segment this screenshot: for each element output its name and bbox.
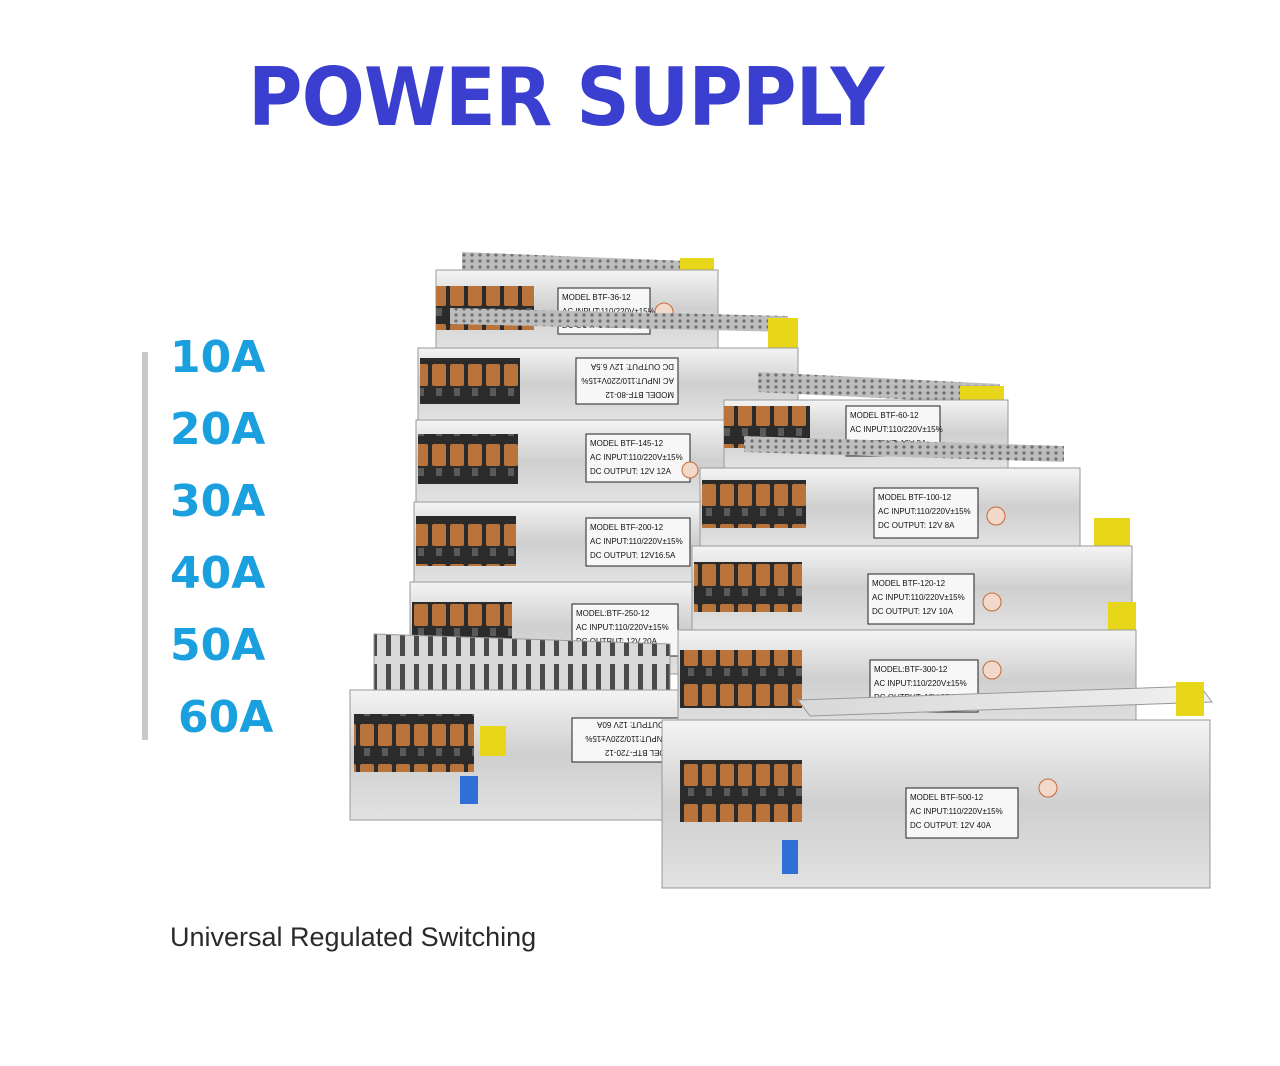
- label-model: MODEL BTF-120-12: [872, 579, 946, 588]
- unit-btf-100: MODEL BTF-100-12 AC INPUT:110/220V±15% D…: [699, 436, 1081, 547]
- power-supply-product-photo: MODEL BTF-36-12 AC INPUT:110/220V±15% DC…: [349, 252, 1213, 889]
- unit-btf-500: MODEL BTF-500-12 AC INPUT:110/220V±15% D…: [661, 682, 1213, 889]
- label-model: MODEL BTF-80-12: [605, 390, 674, 399]
- amperage-item: 30A: [170, 476, 266, 527]
- label-input: AC INPUT:110/220V±15%: [910, 807, 1003, 816]
- label-output: DC OUTPUT: 12V16.5A: [590, 551, 676, 560]
- label-output: DC OUTPUT: 12V 60A: [596, 720, 678, 729]
- subtitle: Universal Regulated Switching: [170, 922, 537, 952]
- unit-btf-720: MODEL BTF-720-12 AC INPUT:110/220V±15% D…: [349, 633, 691, 821]
- page-title: POWER SUPPLY: [248, 51, 884, 144]
- label-output: DC OUTPUT: 12V 6.5A: [590, 362, 674, 371]
- label-output: DC OUTPUT: 12V 20A: [576, 637, 658, 646]
- amperage-divider: [142, 352, 148, 740]
- label-output: DC OUTPUT: 12V 12A: [590, 467, 672, 476]
- label-input: AC INPUT:110/220V±15%: [590, 453, 683, 462]
- amperage-item: 40A: [170, 548, 266, 599]
- unit-btf-300: MODEL:BTF-300-12 AC INPUT:110/220V±15% D…: [677, 602, 1137, 731]
- amperage-item: 10A: [170, 332, 266, 383]
- amperage-item: 50A: [170, 620, 266, 671]
- amperage-item: 60A: [178, 692, 274, 743]
- label-model: MODEL BTF-200-12: [590, 523, 664, 532]
- label-input: AC INPUT:110/220V±15%: [850, 425, 943, 434]
- amperage-item: 20A: [170, 404, 266, 455]
- label-model: MODEL BTF-720-12: [604, 748, 678, 757]
- unit-btf-36: MODEL BTF-36-12 AC INPUT:110/220V±15% DC…: [435, 252, 719, 349]
- label-output: DC OUTPUT: 12V 8A: [878, 521, 955, 530]
- label-input: AC INPUT:110/220V±15%: [590, 537, 683, 546]
- label-model: MODEL BTF-36-12: [562, 293, 631, 302]
- label-model: MODEL:BTF-250-12: [576, 609, 650, 618]
- label-input: AC INPUT:110/220V±15%: [562, 307, 655, 316]
- label-model: MODEL BTF-500-12: [910, 793, 984, 802]
- label-output: DC OUTPUT: 12V 40A: [910, 821, 992, 830]
- label-input: AC INPUT:110/220V±15%: [872, 593, 965, 602]
- label-model: MODEL:BTF-300-12: [874, 665, 948, 674]
- label-model: MODEL BTF-145-12: [590, 439, 664, 448]
- label-model: MODEL BTF-100-12: [878, 493, 952, 502]
- label-input: AC INPUT:110/220V±15%: [878, 507, 971, 516]
- unit-btf-80: MODEL BTF-80-12 AC INPUT:110/220V±15% DC…: [417, 308, 799, 421]
- unit-btf-120: MODEL BTF-120-12 AC INPUT:110/220V±15% D…: [691, 518, 1133, 631]
- label-output: DC OUTPUT: 12V 10A: [872, 607, 954, 616]
- label-model: MODEL BTF-60-12: [850, 411, 919, 420]
- amperage-list: 10A 20A 30A 40A 50A 60A: [170, 333, 273, 765]
- label-input: AC INPUT:110/220V±15%: [585, 734, 678, 743]
- label-input: AC INPUT:110/220V±15%: [576, 623, 669, 632]
- label-input: AC INPUT:110/220V±15%: [874, 679, 967, 688]
- label-input: AC INPUT:110/220V±15%: [581, 376, 674, 385]
